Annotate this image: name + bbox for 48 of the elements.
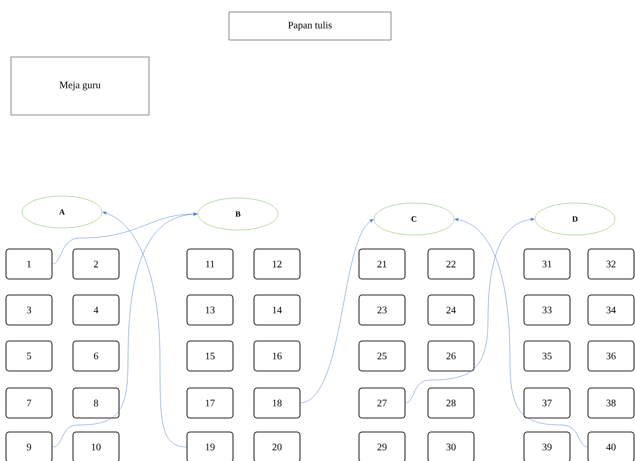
student-desk-box: 23 bbox=[358, 294, 406, 326]
student-desk-box: 31 bbox=[524, 248, 570, 280]
arrow bbox=[52, 212, 198, 448]
arrow bbox=[300, 219, 374, 404]
student-desk-box: 5 bbox=[6, 340, 52, 372]
student-desk-box: 12 bbox=[254, 248, 300, 280]
student-desk-box: 22 bbox=[428, 248, 474, 280]
student-desk-box: 8 bbox=[72, 388, 120, 418]
student-desk-box: 7 bbox=[6, 388, 52, 418]
student-desk-box: 14 bbox=[254, 294, 300, 326]
student-desk-box: 11 bbox=[186, 248, 234, 280]
student-desk-box: 10 bbox=[72, 432, 120, 461]
student-desk-box: 32 bbox=[588, 248, 634, 280]
student-desk-box: 3 bbox=[6, 294, 52, 326]
student-desk-box: 38 bbox=[588, 388, 634, 418]
student-desk-box: 4 bbox=[72, 294, 120, 326]
student-desk-box: 21 bbox=[358, 248, 406, 280]
arrow bbox=[405, 218, 534, 404]
student-desk-box: 28 bbox=[428, 388, 474, 418]
student-desk-box: 39 bbox=[524, 432, 570, 461]
arrow bbox=[454, 218, 588, 448]
student-desk-box: 16 bbox=[254, 340, 300, 372]
whiteboard-box: Papan tulis bbox=[228, 12, 392, 40]
arrow bbox=[52, 212, 198, 264]
student-desk-box: 36 bbox=[588, 340, 634, 372]
student-desk-box: 6 bbox=[72, 340, 120, 372]
student-desk-box: 18 bbox=[254, 388, 300, 418]
student-desk-box: 17 bbox=[186, 388, 234, 418]
student-desk-box: 19 bbox=[186, 432, 234, 461]
arrow bbox=[102, 212, 187, 448]
student-desk-box: 34 bbox=[588, 294, 634, 326]
student-desk-box: 40 bbox=[588, 432, 634, 461]
teacher-desk-box: Meja guru bbox=[10, 56, 150, 116]
student-desk-box: 33 bbox=[524, 294, 570, 326]
student-desk-box: 29 bbox=[358, 432, 406, 461]
student-desk-box: 27 bbox=[358, 388, 406, 418]
student-desk-box: 37 bbox=[524, 388, 570, 418]
student-desk-box: 30 bbox=[428, 432, 474, 461]
student-desk-box: 13 bbox=[186, 294, 234, 326]
student-desk-box: 25 bbox=[358, 340, 406, 372]
student-desk-box: 15 bbox=[186, 340, 234, 372]
student-desk-box: 1 bbox=[6, 248, 52, 280]
student-desk-box: 26 bbox=[428, 340, 474, 372]
student-desk-box: 24 bbox=[428, 294, 474, 326]
student-desk-box: 20 bbox=[254, 432, 300, 461]
student-desk-box: 35 bbox=[524, 340, 570, 372]
student-desk-box: 2 bbox=[72, 248, 120, 280]
student-desk-box: 9 bbox=[6, 432, 52, 461]
